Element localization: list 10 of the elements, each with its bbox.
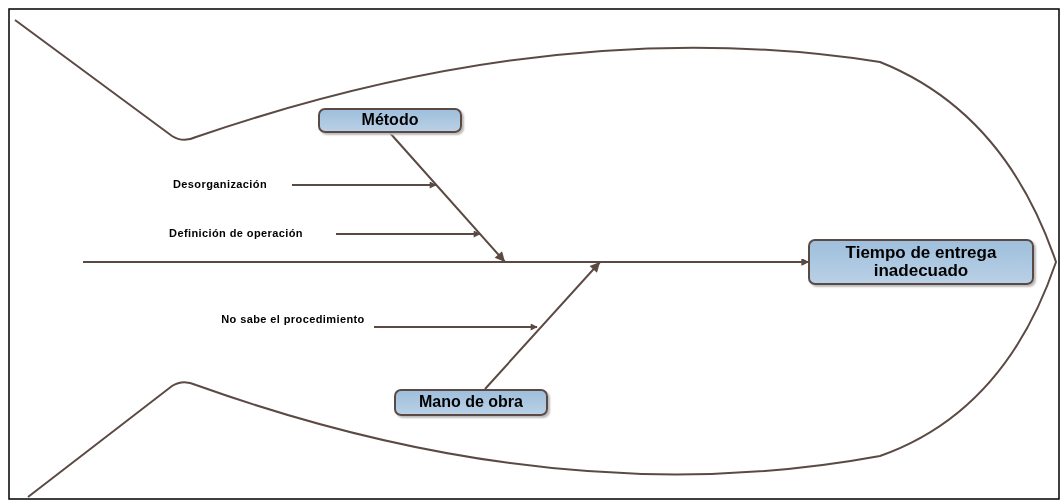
cause-label: Definición de operación [140, 227, 332, 240]
arrow [484, 258, 809, 390]
cause-label: Desorganización [150, 178, 290, 191]
arrow [291, 181, 437, 189]
cause-box: Mano de obra [394, 389, 548, 416]
arrow [335, 230, 481, 238]
cause-label: No sabe el procedimiento [215, 313, 371, 326]
arrow [373, 323, 538, 331]
cause-box: Método [318, 108, 462, 133]
cause-box: Tiempo de entrega inadecuado [808, 239, 1034, 285]
